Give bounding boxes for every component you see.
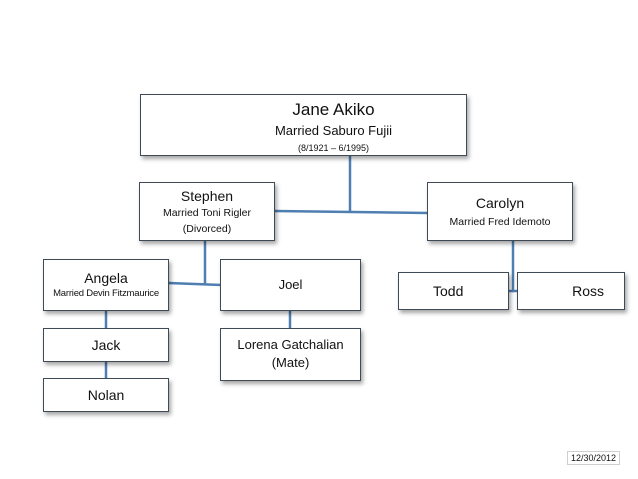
node-spouse: Married Fred Idemoto bbox=[449, 215, 551, 228]
node-name: Angela bbox=[84, 269, 128, 286]
node-name: Todd bbox=[433, 283, 464, 299]
node-angela: Angela Married Devin Fitzmaurice bbox=[43, 259, 169, 311]
node-name: Nolan bbox=[87, 386, 125, 403]
node-joel: Joel bbox=[220, 259, 361, 311]
node-name: Lorena Gatchalian bbox=[237, 337, 344, 353]
node-ross: Ross bbox=[517, 272, 625, 310]
node-jack: Jack bbox=[43, 328, 169, 362]
date-stamp: 12/30/2012 bbox=[566, 451, 620, 465]
node-spouse: Married Toni Rigler bbox=[163, 207, 251, 220]
node-lorena-gatchalian: Lorena Gatchalian (Mate) bbox=[220, 328, 361, 381]
node-name: Jane Akiko bbox=[292, 100, 375, 119]
node-todd: Todd bbox=[398, 272, 509, 310]
node-note: (Divorced) bbox=[182, 222, 232, 235]
node-stephen: Stephen Married Toni Rigler (Divorced) bbox=[139, 182, 275, 241]
node-name: Carolyn bbox=[475, 195, 525, 212]
node-nolan: Nolan bbox=[43, 378, 169, 412]
node-name: Joel bbox=[278, 276, 303, 292]
node-jane-akiko: Jane Akiko Married Saburo Fujii (8/1921 … bbox=[140, 94, 467, 156]
node-dates: (8/1921 – 6/1995) bbox=[297, 143, 370, 154]
node-name: Jack bbox=[91, 336, 121, 353]
node-note: (Mate) bbox=[271, 355, 310, 370]
node-carolyn: Carolyn Married Fred Idemoto bbox=[427, 182, 573, 241]
node-name: Stephen bbox=[180, 188, 234, 205]
node-name: Ross bbox=[572, 283, 604, 299]
connector-angela-joel bbox=[167, 281, 222, 287]
node-spouse: Married Saburo Fujii bbox=[274, 122, 393, 138]
node-spouse: Married Devin Fitzmaurice bbox=[53, 288, 159, 300]
connector-stephen-carolyn bbox=[273, 209, 429, 215]
